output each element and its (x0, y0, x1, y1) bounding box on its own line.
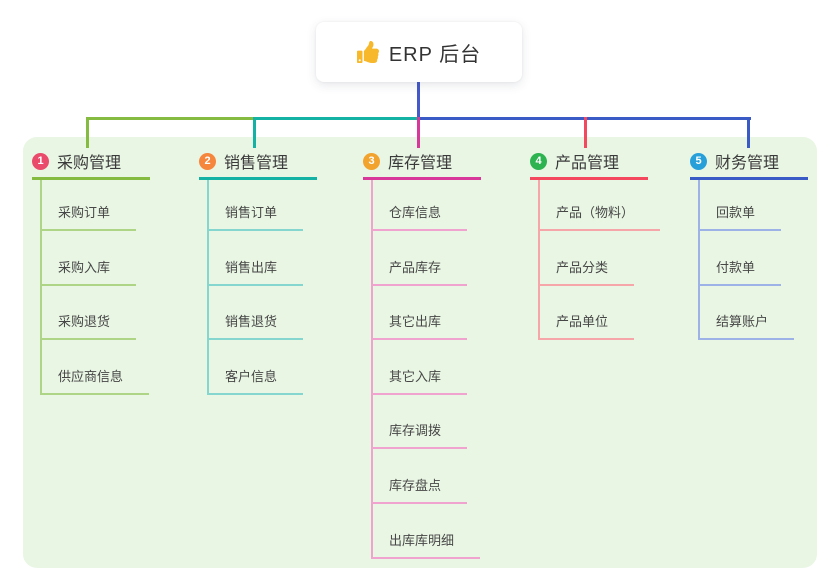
connector-line-finance (698, 180, 700, 341)
branch-procurement-item-3[interactable]: 采购退货 (40, 314, 137, 341)
connector-line-product (538, 180, 540, 341)
root-stem-line (417, 82, 420, 120)
branch-inventory-item-7[interactable]: 出库库明细 (371, 533, 481, 559)
branch-finance-item-3[interactable]: 结算账户 (698, 314, 795, 341)
branch-inventory-item-2[interactable]: 产品库存 (371, 260, 468, 286)
branch-procurement-item-2[interactable]: 采购入库 (40, 260, 137, 286)
branch-procurement-number-badge: 1 (32, 152, 49, 170)
branch-finance-header[interactable]: 5 财务管理 (690, 152, 808, 180)
root-node-title: ERP 后台 (388, 43, 482, 66)
branch-inventory-number-badge: 3 (363, 152, 380, 170)
drop-line-sales (253, 117, 256, 148)
branch-sales-header[interactable]: 2 销售管理 (199, 152, 317, 180)
connector-line-inventory (371, 180, 373, 559)
branch-finance-item-2[interactable]: 付款单 (698, 260, 782, 286)
connector-line-procurement (40, 180, 42, 395)
branch-sales-item-3[interactable]: 销售退货 (207, 314, 304, 341)
branch-inventory-item-3[interactable]: 其它出库 (371, 314, 468, 341)
branch-finance-label: 财务管理 (715, 155, 780, 172)
branch-product-number-badge: 4 (530, 152, 547, 170)
drop-line-finance (747, 117, 750, 148)
branch-sales-number-badge: 2 (199, 152, 216, 170)
bus-segment-sales (254, 117, 418, 120)
branch-inventory-label: 库存管理 (388, 155, 453, 172)
branch-inventory-item-4[interactable]: 其它入库 (371, 369, 468, 395)
drop-line-product (584, 117, 587, 148)
branch-finance-item-1[interactable]: 回款单 (698, 205, 782, 231)
branch-sales-item-1[interactable]: 销售订单 (207, 205, 304, 231)
branch-procurement-header[interactable]: 1 采购管理 (32, 152, 150, 180)
branch-procurement-item-4[interactable]: 供应商信息 (40, 369, 150, 395)
branch-procurement-label: 采购管理 (57, 155, 122, 172)
branch-finance-number-badge: 5 (690, 152, 707, 170)
branch-inventory-item-6[interactable]: 库存盘点 (371, 478, 468, 504)
branch-inventory-item-1[interactable]: 仓库信息 (371, 205, 468, 231)
branch-product-item-3[interactable]: 产品单位 (538, 314, 635, 341)
connector-line-sales (207, 180, 209, 395)
drop-line-inventory (417, 117, 420, 148)
root-node[interactable]: ERP 后台 (316, 22, 522, 82)
bus-segment-procurement (87, 117, 254, 120)
thumbs-up-icon (356, 41, 379, 63)
branch-product-label: 产品管理 (555, 155, 620, 172)
branch-product-header[interactable]: 4 产品管理 (530, 152, 648, 180)
branch-procurement-item-1[interactable]: 采购订单 (40, 205, 137, 231)
branch-product-item-1[interactable]: 产品（物料） (538, 205, 661, 231)
branch-inventory-header[interactable]: 3 库存管理 (363, 152, 481, 180)
branch-sales-label: 销售管理 (224, 155, 289, 172)
branches-group-panel (23, 137, 817, 568)
branch-sales-item-4[interactable]: 客户信息 (207, 369, 304, 395)
drop-line-procurement (86, 117, 89, 148)
branch-product-item-2[interactable]: 产品分类 (538, 260, 635, 286)
branch-sales-item-2[interactable]: 销售出库 (207, 260, 304, 286)
branch-inventory-item-5[interactable]: 库存调拨 (371, 423, 468, 450)
